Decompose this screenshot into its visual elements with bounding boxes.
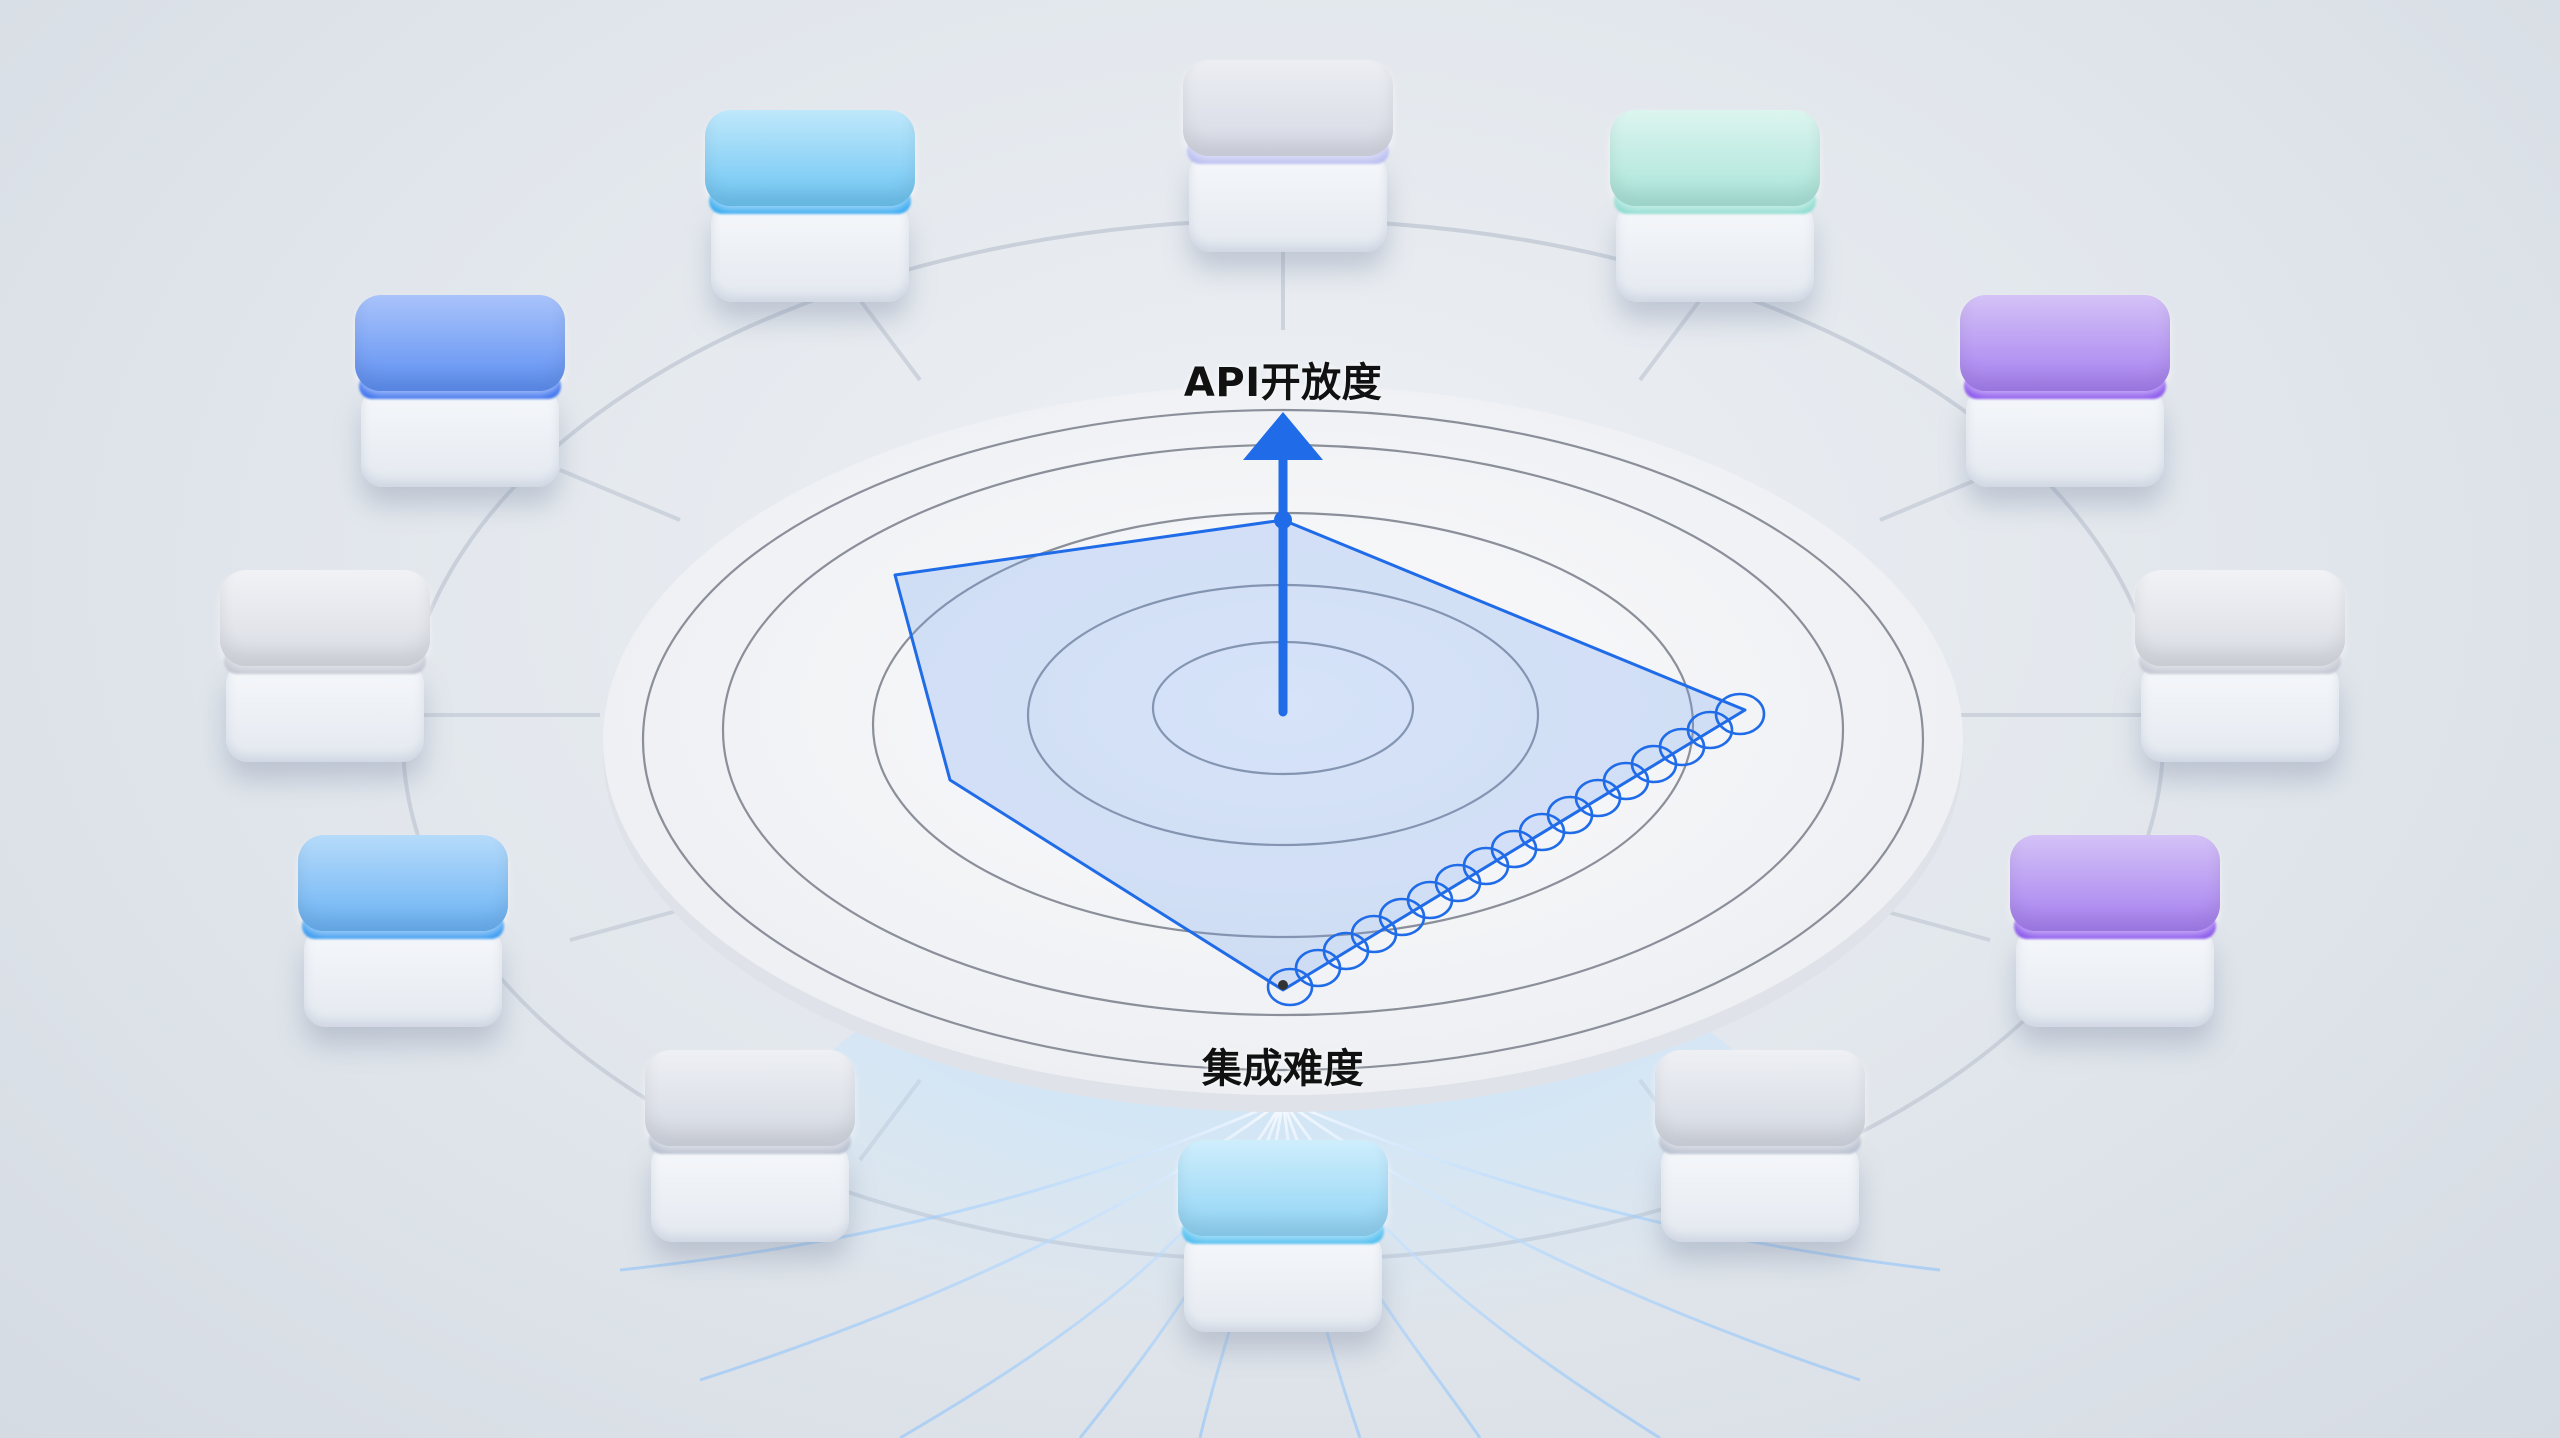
tile-block-bottom-left-1 [298,835,508,1035]
spring-anchor-dot [1278,980,1288,990]
tile-block-top-left-2 [355,295,565,495]
tile-block-bottom-right-1 [2010,835,2220,1035]
tile-block-bottom-right-2 [1655,1050,1865,1250]
axis-label-integration-difficulty: 集成难度 [1202,1046,1364,1092]
tile-block-top-right-1 [1610,110,1820,310]
axis-label-api-openness: API开放度 [1183,360,1383,406]
tile-block-top-left-1 [705,110,915,310]
tile-block-left [220,570,430,770]
tile-block-bottom-left-2 [645,1050,855,1250]
platform [603,385,1963,1095]
radar-polygon [893,518,1747,992]
tile-block-bottom [1178,1140,1388,1340]
tile-block-right [2135,570,2345,770]
tile-block-top [1183,60,1393,260]
spring-coil [1266,692,1766,1007]
tile-block-top-right-2 [1960,295,2170,495]
connector-spokes [420,220,2150,1162]
api-openness-arrow [1243,412,1323,717]
